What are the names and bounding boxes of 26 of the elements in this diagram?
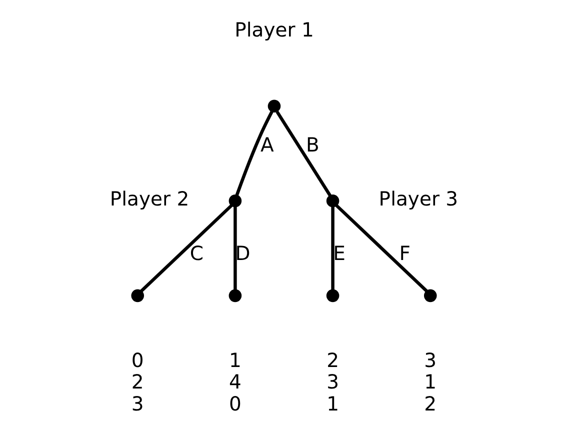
node-label: Player 2	[110, 188, 190, 211]
node-circle	[228, 194, 242, 208]
connector	[235, 110, 274, 196]
connector	[331, 206, 334, 290]
node-label: Player 1	[234, 18, 314, 42]
node-circle	[424, 289, 437, 302]
node-label: 2 3 1	[326, 349, 340, 416]
edge-label: B	[306, 133, 320, 156]
node-circle	[131, 289, 144, 302]
node-label: 1 4 0	[228, 349, 242, 416]
connector	[335, 204, 428, 292]
node-label: 0 2 3	[131, 349, 144, 416]
connector	[140, 204, 233, 292]
edge-label: E	[333, 242, 346, 265]
node-label: 3 1 2	[424, 349, 437, 416]
node-label: Player 3	[378, 188, 458, 211]
edge-label: C	[190, 242, 204, 265]
connector	[234, 206, 237, 290]
node-circle	[228, 289, 242, 302]
node-circle	[326, 194, 340, 208]
edge-label: D	[235, 242, 250, 265]
edge-label: F	[399, 242, 411, 265]
node-circle	[326, 289, 340, 302]
connector	[276, 110, 332, 196]
node-circle	[268, 100, 281, 113]
edge-label: A	[260, 133, 274, 156]
